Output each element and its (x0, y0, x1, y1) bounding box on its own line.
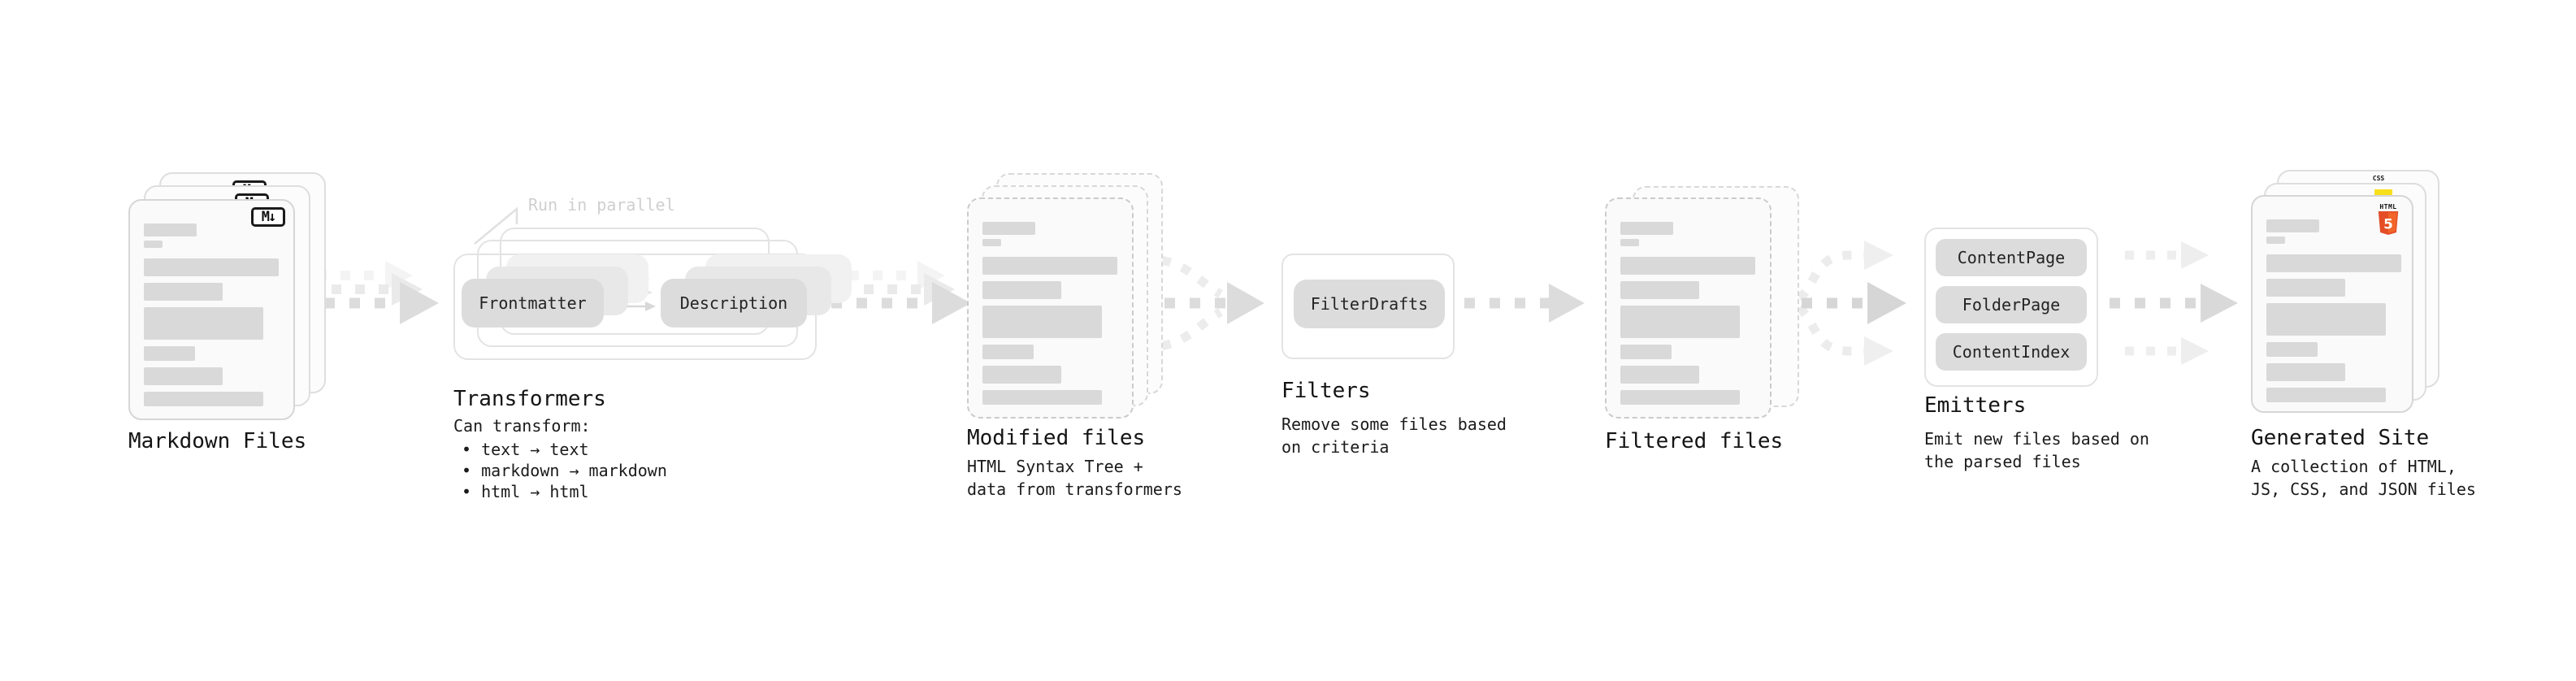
skeleton-bar (144, 367, 223, 385)
skeleton-bar (2266, 303, 2386, 336)
html5-shield: 5 (2378, 211, 2399, 235)
skeleton-bar (2266, 342, 2318, 357)
description-pill: Description (661, 279, 807, 327)
skeleton-bar (144, 346, 195, 361)
skeleton-bar (1620, 306, 1740, 338)
css-word: CSS (2372, 175, 2385, 182)
skeleton-bar (144, 392, 263, 406)
contentindex-pill: ContentIndex (1936, 333, 2087, 371)
arrow-emitters-to-generated (2110, 241, 2238, 365)
desc-line: data from transformers (967, 479, 1182, 499)
skeleton-text-lines (144, 223, 279, 406)
skeleton-bar (1620, 366, 1699, 384)
skeleton-bar (144, 258, 279, 276)
folderpage-pill: FolderPage (1936, 286, 2087, 323)
svg-text:5: 5 (2383, 215, 2393, 232)
transform-bullet: html → html (462, 481, 667, 502)
modified-files-label: Modified files (967, 426, 1146, 450)
desc-line: on criteria (1281, 437, 1390, 457)
modified-files-desc: HTML Syntax Tree + data from transformer… (967, 455, 1182, 501)
desc-line: the parsed files (1924, 452, 2081, 471)
arrow-transformers-to-modified (831, 261, 971, 324)
html5-icon: HTML 5 (2376, 203, 2400, 235)
modified-file-card-front (967, 197, 1134, 419)
skeleton-text-lines (2266, 219, 2401, 402)
generated-site-desc: A collection of HTML, JS, CSS, and JSON … (2251, 455, 2476, 501)
skeleton-bar (1620, 257, 1755, 275)
desc-line: HTML Syntax Tree + (967, 457, 1143, 476)
transform-bullet: text → text (462, 439, 667, 460)
skeleton-bar (144, 241, 163, 248)
html-file-card-front: HTML 5 (2251, 195, 2413, 413)
skeleton-bar (2266, 254, 2401, 272)
markdown-files-label: Markdown Files (128, 429, 307, 453)
skeleton-bar (982, 222, 1035, 235)
skeleton-bar (982, 281, 1061, 299)
skeleton-bar (1620, 239, 1639, 246)
skeleton-bar (982, 239, 1001, 246)
filters-desc: Remove some files based on criteria (1281, 413, 1507, 458)
skeleton-bar (144, 283, 223, 301)
skeleton-bar (1620, 222, 1673, 235)
skeleton-text-lines (982, 222, 1117, 405)
desc-line: A collection of HTML, (2251, 457, 2457, 476)
skeleton-bar (2266, 219, 2319, 232)
emitters-label: Emitters (1924, 393, 2027, 418)
filters-frame (1281, 254, 1455, 359)
filtered-files-stack (1605, 186, 1808, 430)
contentpage-pill: ContentPage (1936, 239, 2087, 276)
skeleton-bar (2266, 363, 2345, 381)
filtered-file-card-front (1605, 197, 1772, 419)
skeleton-bar (982, 306, 1102, 338)
transformers-label: Transformers (453, 387, 606, 411)
skeleton-bar (2266, 279, 2345, 297)
skeleton-bar (982, 345, 1034, 359)
filtered-files-label: Filtered files (1605, 429, 1784, 453)
skeleton-bar (982, 257, 1117, 275)
markdown-icon: M↓ (251, 207, 285, 227)
emitters-desc: Emit new files based on the parsed files (1924, 427, 2149, 473)
skeleton-bar (2266, 388, 2386, 402)
generated-site-label: Generated Site (2251, 426, 2430, 450)
skeleton-bar (982, 366, 1061, 384)
emitters-group: ContentPage FolderPage ContentIndex (1924, 228, 2098, 387)
skeleton-text-lines (1620, 222, 1755, 405)
skeleton-bar (144, 307, 263, 340)
transform-bullet: markdown → markdown (462, 460, 667, 481)
emitters-frame (1924, 228, 2098, 387)
generated-site-stack: CSS HTML 5 (2251, 170, 2454, 422)
skeleton-bar (2266, 236, 2285, 244)
skeleton-bar (982, 390, 1102, 405)
skeleton-bar (1620, 390, 1740, 405)
run-in-parallel-annotation: Run in parallel (528, 195, 675, 215)
modified-files-stack (967, 173, 1170, 425)
desc-line: Remove some files based (1281, 414, 1507, 434)
arrow-filters-to-filtered (1464, 284, 1585, 323)
desc-line: Emit new files based on (1924, 429, 2149, 449)
markdown-file-card-front: M↓ (128, 199, 295, 420)
desc-line: JS, CSS, and JSON files (2251, 479, 2476, 499)
markdown-files-stack: M↓ M↓ M↓ (128, 172, 332, 424)
skeleton-bar (1620, 281, 1699, 299)
filters-label: Filters (1281, 379, 1371, 403)
skeleton-bar (1620, 345, 1672, 359)
html5-word: HTML (2379, 203, 2397, 210)
frontmatter-pill: Frontmatter (462, 279, 604, 327)
transformers-desc-title: Can transform: (453, 416, 591, 436)
skeleton-bar (144, 223, 197, 236)
transformers-bullet-list: text → text markdown → markdown html → h… (462, 439, 667, 502)
filterdrafts-pill: FilterDrafts (1294, 280, 1445, 328)
